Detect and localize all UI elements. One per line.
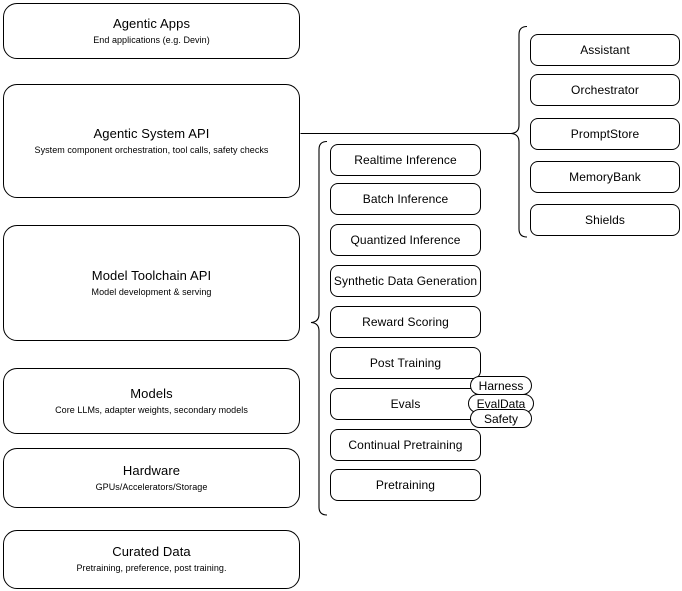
- toolchain-item-label: Realtime Inference: [354, 152, 457, 167]
- layer-box-curated-data[interactable]: Curated Data Pretraining, preference, po…: [3, 530, 300, 589]
- layer-title: Curated Data: [112, 544, 191, 559]
- layer-subtitle: Model development & serving: [91, 286, 212, 297]
- toolchain-item-label: Synthetic Data Generation: [333, 273, 478, 288]
- layer-title: Agentic System API: [93, 125, 210, 141]
- toolchain-item-reward-scoring[interactable]: Reward Scoring: [330, 306, 481, 338]
- toolchain-item-synthetic-data-generation[interactable]: Synthetic Data Generation: [330, 265, 481, 297]
- layer-box-model-toolchain-api[interactable]: Model Toolchain API Model development & …: [3, 225, 300, 341]
- layer-box-hardware[interactable]: Hardware GPUs/Accelerators/Storage: [3, 448, 300, 508]
- system-component-shields[interactable]: Shields: [530, 204, 680, 236]
- toolchain-item-post-training[interactable]: Post Training: [330, 347, 481, 379]
- toolchain-item-batch-inference[interactable]: Batch Inference: [330, 183, 481, 215]
- system-component-promptstore[interactable]: PromptStore: [530, 118, 680, 150]
- layer-title: Model Toolchain API: [91, 267, 212, 283]
- toolchain-item-label: Batch Inference: [362, 191, 449, 206]
- toolchain-item-quantized-inference[interactable]: Quantized Inference: [330, 224, 481, 256]
- toolchain-item-realtime-inference[interactable]: Realtime Inference: [330, 144, 481, 176]
- layer-box-agentic-system-api[interactable]: Agentic System API System component orch…: [3, 84, 300, 198]
- toolchain-item-label: Evals: [390, 396, 421, 411]
- layer-subtitle: GPUs/Accelerators/Storage: [95, 481, 208, 492]
- toolchain-item-label: Quantized Inference: [350, 232, 461, 247]
- layer-title: Hardware: [122, 462, 181, 478]
- layer-title: Models: [130, 385, 173, 401]
- layer-subtitle: End applications (e.g. Devin): [93, 34, 210, 45]
- system-components-bracket: [510, 25, 528, 238]
- system-component-label: Shields: [584, 212, 626, 227]
- layer-box-models[interactable]: Models Core LLMs, adapter weights, secon…: [3, 368, 300, 434]
- toolchain-item-continual-pretraining[interactable]: Continual Pretraining: [330, 429, 481, 461]
- system-component-memorybank[interactable]: MemoryBank: [530, 161, 680, 193]
- toolchain-item-label: Reward Scoring: [362, 314, 449, 329]
- toolchain-item-label: Continual Pretraining: [348, 437, 463, 452]
- layer-box-agentic-apps[interactable]: Agentic Apps End applications (e.g. Devi…: [3, 3, 300, 59]
- layer-subtitle: Core LLMs, adapter weights, secondary mo…: [55, 404, 248, 415]
- system-component-label: Assistant: [580, 42, 630, 57]
- toolchain-components-bracket: [310, 140, 328, 516]
- system-component-assistant[interactable]: Assistant: [530, 34, 680, 66]
- eval-badge-safety[interactable]: Safety: [470, 409, 532, 428]
- toolchain-item-label: Pretraining: [375, 477, 436, 492]
- system-component-label: PromptStore: [570, 126, 640, 141]
- system-component-orchestrator[interactable]: Orchestrator: [530, 74, 680, 106]
- layer-subtitle: System component orchestration, tool cal…: [34, 144, 269, 155]
- toolchain-item-label: Post Training: [369, 355, 442, 370]
- layer-subtitle: Pretraining, preference, post training.: [76, 563, 227, 573]
- system-component-label: Orchestrator: [571, 82, 639, 97]
- layer-title: Agentic Apps: [112, 15, 191, 31]
- toolchain-item-evals[interactable]: Evals: [330, 388, 481, 420]
- system-component-label: MemoryBank: [569, 169, 641, 184]
- toolchain-item-pretraining[interactable]: Pretraining: [330, 469, 481, 501]
- eval-badge-harness[interactable]: Harness: [470, 376, 532, 395]
